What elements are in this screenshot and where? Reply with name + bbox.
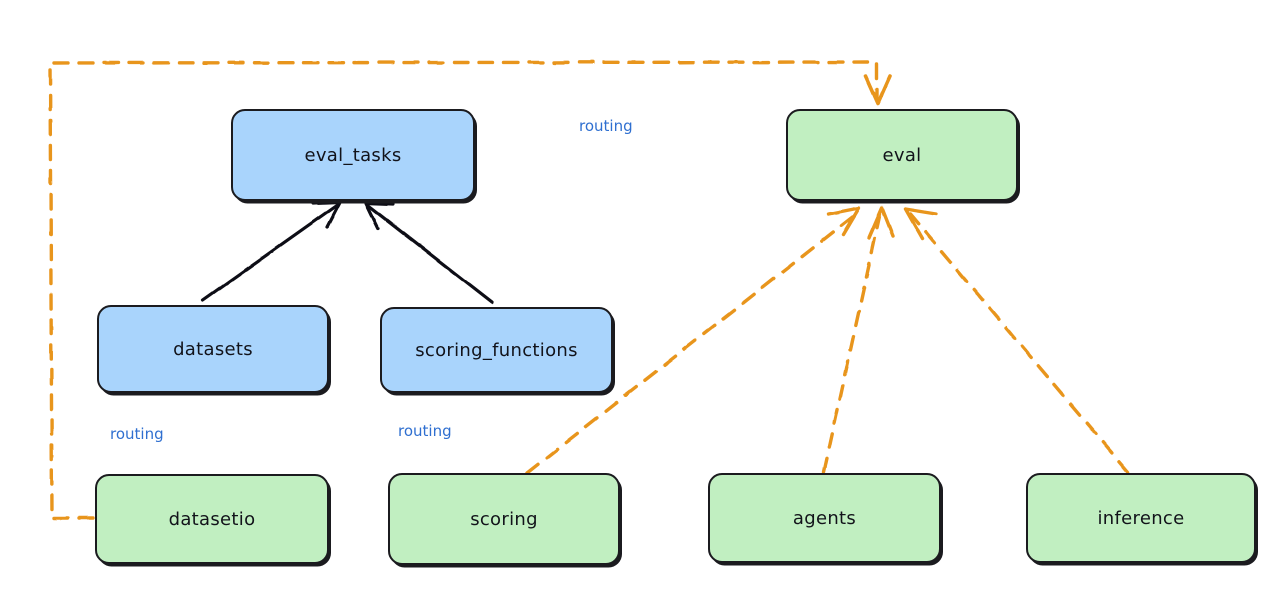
node-label-datasetio: datasetio bbox=[168, 508, 256, 530]
edge-datasets-to-eval-tasks bbox=[201, 200, 342, 302]
node-label-datasets: datasets bbox=[173, 338, 253, 360]
node-agents[interactable]: agents bbox=[708, 473, 941, 563]
node-label-agents: agents bbox=[792, 507, 857, 529]
node-label-eval: eval bbox=[882, 144, 922, 166]
node-label-eval-tasks: eval_tasks bbox=[304, 144, 402, 166]
node-datasetio[interactable]: datasetio bbox=[95, 474, 329, 564]
node-eval[interactable]: eval bbox=[786, 109, 1018, 201]
edge-datasetio-to-eval bbox=[48, 60, 892, 520]
node-scoring-functions[interactable]: scoring_functions bbox=[380, 307, 613, 393]
edge-inference-to-eval bbox=[903, 207, 1130, 474]
node-label-scoring: scoring bbox=[470, 508, 538, 530]
edge-scoring-functions-to-eval-tasks bbox=[364, 201, 494, 304]
node-eval-tasks[interactable]: eval_tasks bbox=[231, 109, 475, 201]
edge-scoring-to-eval bbox=[525, 206, 861, 475]
node-inference[interactable]: inference bbox=[1026, 473, 1256, 563]
edge-label-routing-eval-tasks-eval: routing bbox=[579, 117, 633, 135]
edge-label-routing-datasets-datasetio: routing bbox=[110, 425, 164, 443]
node-scoring[interactable]: scoring bbox=[388, 473, 620, 565]
node-label-inference: inference bbox=[1097, 507, 1185, 529]
node-label-scoring-functions: scoring_functions bbox=[415, 339, 578, 361]
edge-agents-to-eval bbox=[822, 206, 895, 474]
node-datasets[interactable]: datasets bbox=[97, 305, 329, 393]
edge-label-routing-scoring-functions-scoring: routing bbox=[398, 422, 452, 440]
